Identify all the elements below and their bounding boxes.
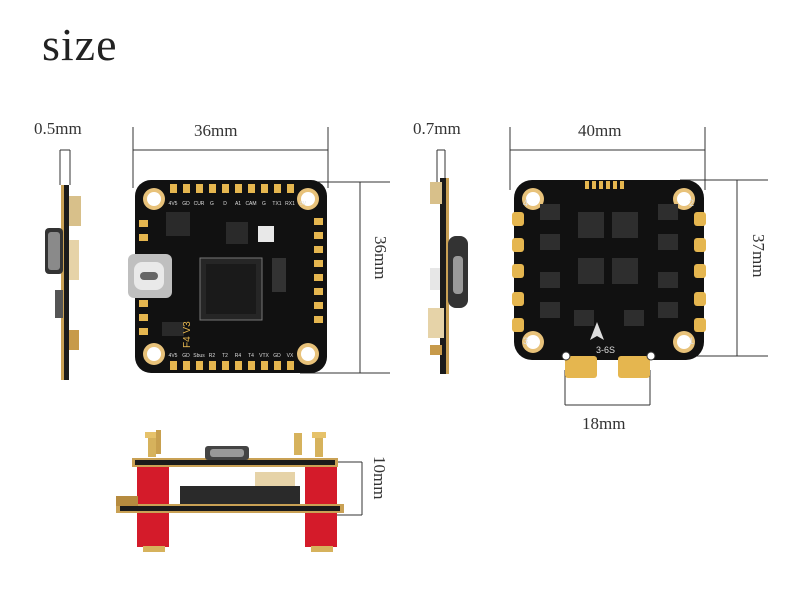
fc-top-pad-label: G bbox=[262, 201, 266, 207]
fc-top-pad-label: G bbox=[210, 201, 214, 207]
fc-bottom-pad-label: T4 bbox=[248, 353, 254, 359]
fc-board bbox=[128, 180, 327, 373]
esc-motor-number: 3 bbox=[523, 336, 528, 346]
esc-pad-spacing-label: 18mm bbox=[582, 414, 626, 433]
fc-bottom-pad-label: 4V5 bbox=[169, 353, 178, 359]
fc-bottom-pad-label: T2 bbox=[222, 353, 228, 359]
fc-top-pad-label: CAM bbox=[245, 201, 256, 207]
fc-bottom-pad-label: Sbus bbox=[193, 353, 205, 359]
esc-silkscreen-voltage: 3-6S bbox=[596, 345, 615, 355]
fc-side-thickness-label: 0.5mm bbox=[34, 119, 82, 138]
fc-top-pad-label: CUR bbox=[194, 201, 205, 207]
fc-bottom-pad-label: VX bbox=[287, 353, 294, 359]
fc-top-pad-label: D bbox=[223, 201, 227, 207]
fc-height-label: 36mm bbox=[371, 236, 390, 280]
fc-top-pad-label: GD bbox=[182, 201, 190, 207]
esc-board bbox=[512, 180, 706, 378]
fc-bottom-pad-label: R2 bbox=[209, 353, 216, 359]
page-title: size bbox=[42, 19, 118, 70]
fc-top-pad-label: 4V5 bbox=[169, 201, 178, 207]
fc-bottom-pad-label: GD bbox=[273, 353, 281, 359]
esc-side-view bbox=[428, 149, 468, 374]
fc-bottom-pad-label: VTX bbox=[259, 353, 269, 359]
esc-motor-number: 1 bbox=[689, 336, 694, 346]
esc-board-labels: 3-6S 4 2 3 1 bbox=[523, 198, 694, 355]
esc-side-thickness-label: 0.7mm bbox=[413, 119, 461, 138]
fc-side-view bbox=[45, 149, 81, 380]
fc-silkscreen-name: F4 V3 bbox=[182, 321, 193, 348]
stack-side-view bbox=[116, 430, 344, 552]
fc-board-labels: F4 V3 bbox=[182, 321, 193, 348]
fc-top-pad-label: 5V bbox=[300, 201, 307, 207]
esc-motor-number: 4 bbox=[523, 198, 528, 208]
esc-width-label: 40mm bbox=[578, 121, 622, 140]
stack-height-label: 10mm bbox=[370, 456, 389, 500]
fc-width-label: 36mm bbox=[194, 121, 238, 140]
esc-motor-number: 2 bbox=[689, 198, 694, 208]
fc-bottom-pad-label: R4 bbox=[235, 353, 242, 359]
esc-height-label: 37mm bbox=[749, 234, 768, 278]
fc-top-pad-label: A1 bbox=[235, 201, 241, 207]
fc-top-pad-label: TX1 bbox=[272, 201, 281, 207]
fc-bottom-pad-label: GD bbox=[182, 353, 190, 359]
fc-top-pad-label: RX1 bbox=[285, 201, 295, 207]
